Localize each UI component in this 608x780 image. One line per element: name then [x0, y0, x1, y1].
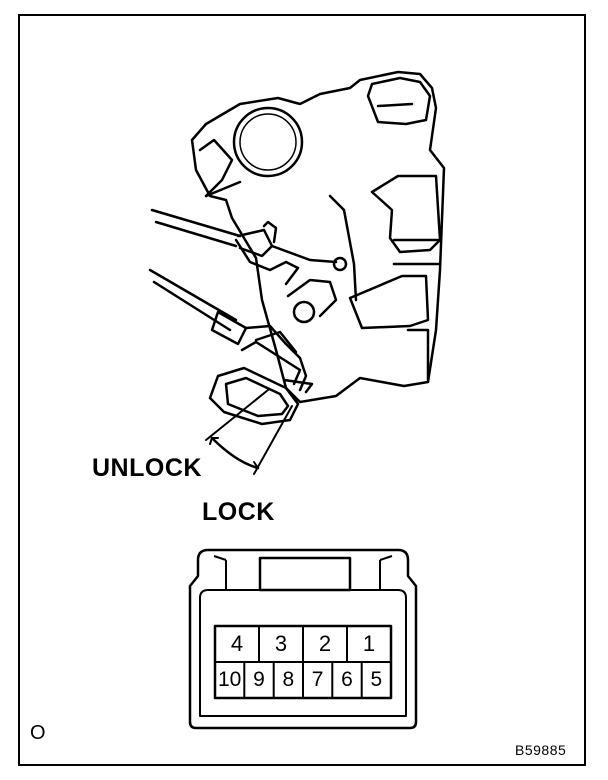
- unlock-label: UNLOCK: [92, 454, 202, 482]
- connector-bottom-row: 10 9 8 7 6 5: [215, 662, 391, 698]
- pin-7: 7: [311, 668, 324, 691]
- unlock-leader: [205, 389, 269, 441]
- figure-frame: [18, 14, 586, 766]
- round-lug: [232, 106, 304, 178]
- upper-cable: [150, 208, 242, 238]
- connector-housing: [188, 548, 418, 730]
- pin-5: 5: [370, 668, 383, 691]
- pin-4: 4: [230, 631, 244, 656]
- pin-6: 6: [341, 668, 353, 691]
- lock-leader: [253, 405, 293, 475]
- pin-9: 9: [253, 668, 265, 691]
- connector-top-row: 4 3 2 1: [215, 626, 391, 662]
- upper-bracket: [366, 76, 432, 126]
- pin-2: 2: [318, 631, 332, 656]
- lock-direction-arc: [210, 436, 260, 470]
- lock-knob: [208, 366, 300, 426]
- lower-cable: [148, 268, 238, 322]
- figure-code: B59885: [515, 742, 567, 758]
- pin-1: 1: [362, 631, 376, 656]
- corner-mark: O: [30, 722, 46, 744]
- side-plate: [370, 174, 442, 254]
- lock-housing: [190, 70, 446, 404]
- pin-3: 3: [274, 631, 288, 656]
- pin-10: 10: [217, 668, 242, 691]
- pin-8: 8: [282, 668, 295, 691]
- lock-label: LOCK: [202, 498, 275, 526]
- connector-pin-grid: 4 3 2 1 10 9 8 7 6 5: [215, 626, 391, 698]
